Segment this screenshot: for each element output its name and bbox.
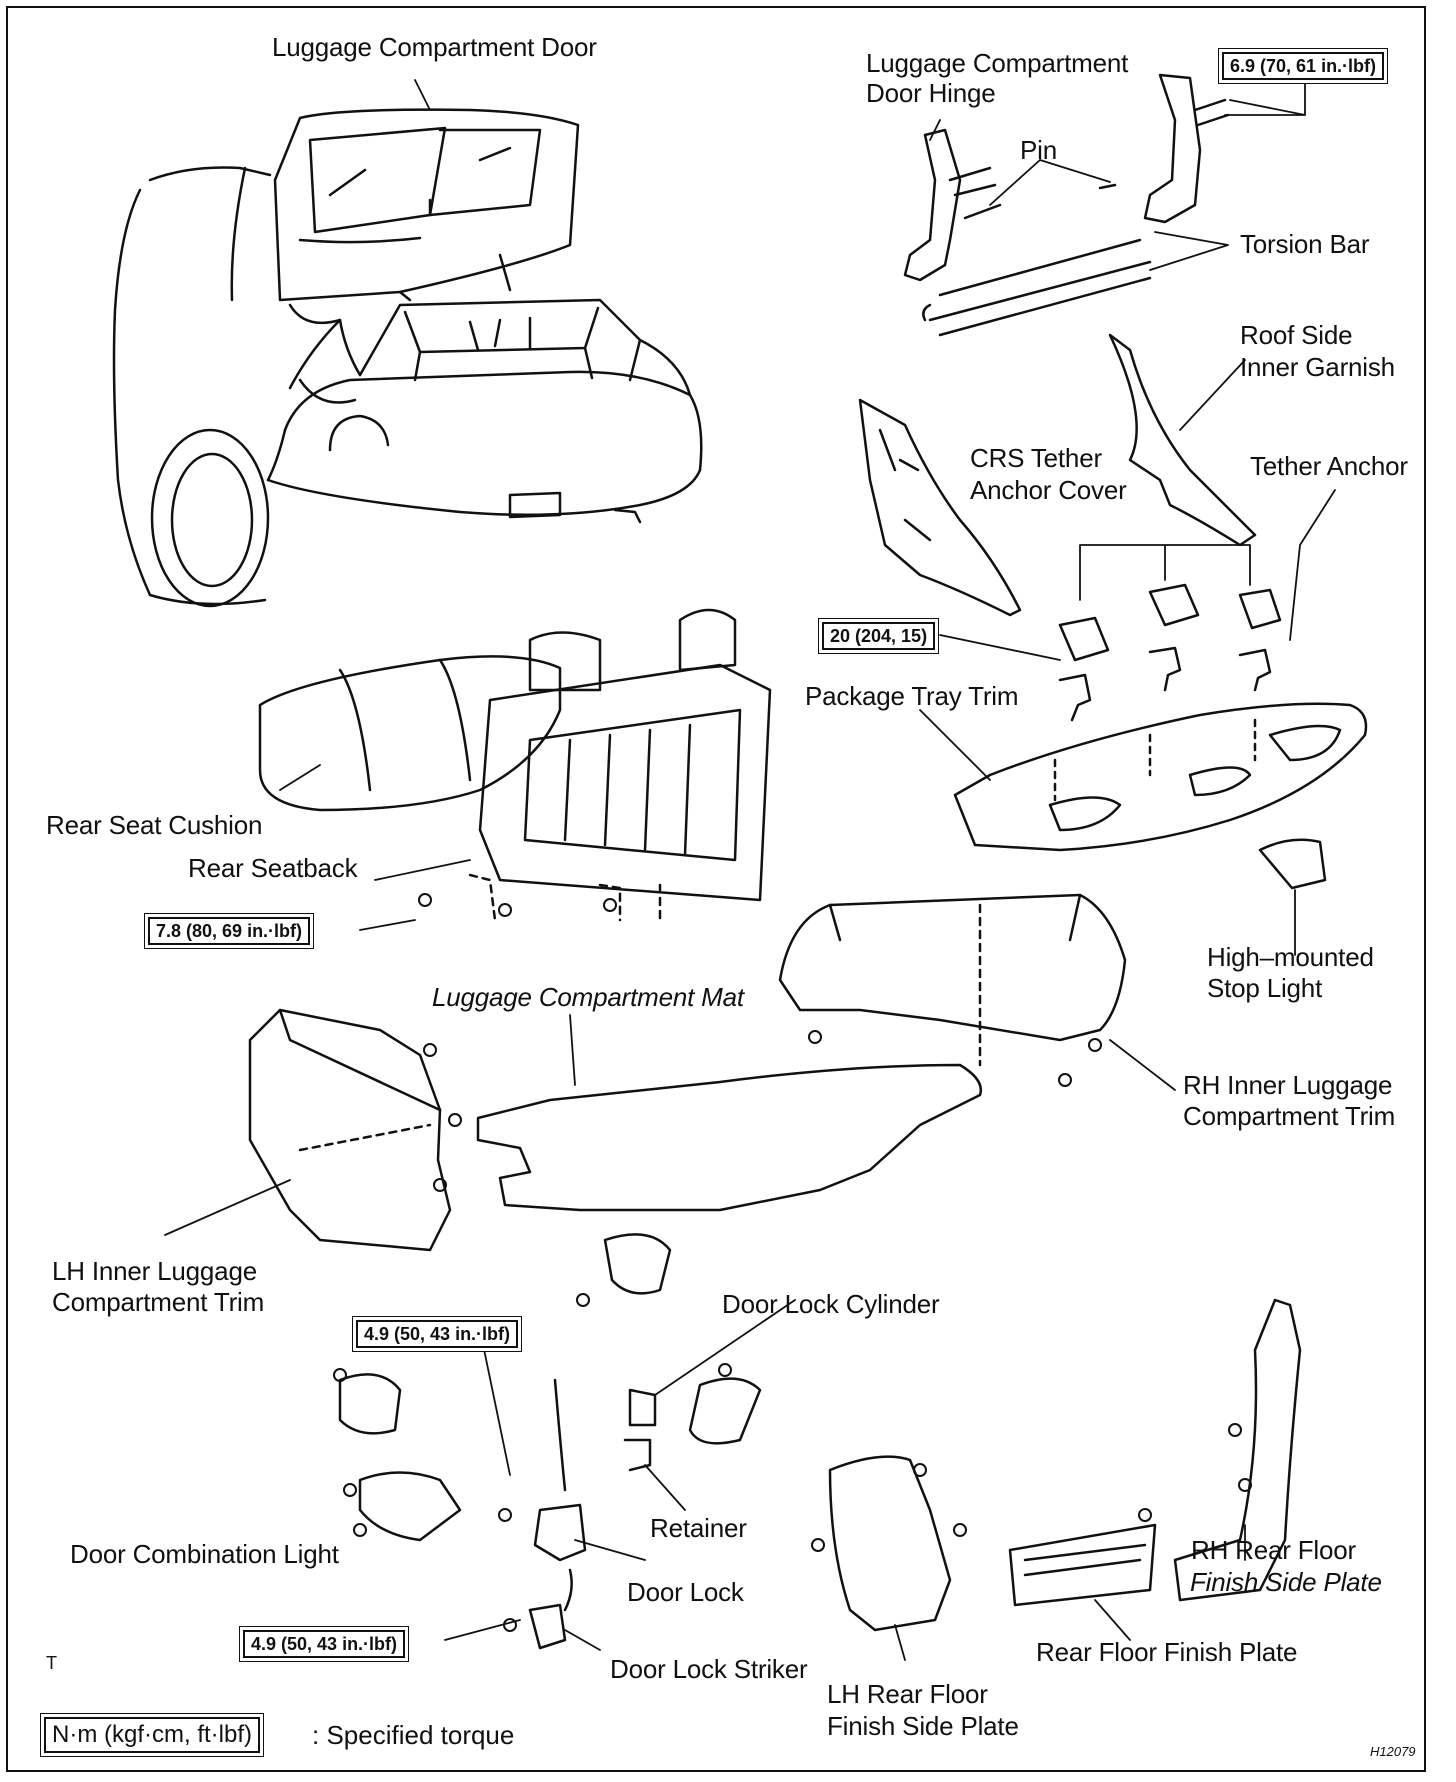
label-roof-side-line1: Roof Side: [1240, 320, 1353, 350]
label-high-mounted-line1: High–mounted: [1207, 942, 1374, 972]
label-high-mounted-line2: Stop Light: [1207, 973, 1323, 1003]
torque-box-door-lock: 4.9 (50, 43 in.·lbf): [356, 1320, 519, 1348]
label-luggage-compartment-door: Luggage Compartment Door: [272, 32, 597, 62]
label-lh-inner-line2: Compartment Trim: [52, 1287, 265, 1317]
label-door-hinge-line1: Luggage Compartment: [866, 48, 1129, 78]
label-tether-anchor: Tether Anchor: [1250, 451, 1408, 481]
label-retainer: Retainer: [650, 1513, 747, 1543]
torque-box-striker: 4.9 (50, 43 in.·lbf): [243, 1630, 406, 1658]
leader-lines: [164, 71, 1336, 1661]
label-rh-inner-line2: Compartment Trim: [1183, 1101, 1396, 1131]
door-lock-illustration: [338, 1233, 762, 1650]
corner-mark: T: [46, 1653, 57, 1673]
label-package-tray-trim: Package Tray Trim: [805, 681, 1019, 711]
label-door-combination-light: Door Combination Light: [70, 1539, 339, 1569]
garnish-trim-illustration: [858, 333, 1257, 617]
label-door-lock-cylinder: Door Lock Cylinder: [722, 1289, 940, 1319]
package-tray-illustration: [953, 583, 1368, 890]
diagram-frame: [6, 6, 1426, 1772]
label-door-hinge-line2: Door Hinge: [866, 78, 996, 108]
label-rh-rear-floor-line1: RH Rear Floor: [1191, 1535, 1356, 1565]
label-rear-floor-finish-plate: Rear Floor Finish Plate: [1036, 1637, 1298, 1667]
torque-box-seatback: 7.8 (80, 69 in.·lbf): [148, 917, 311, 945]
label-roof-side-line2: Inner Garnish: [1240, 352, 1395, 382]
label-rh-inner-line1: RH Inner Luggage: [1183, 1070, 1393, 1100]
car-rear-illustration: [112, 108, 703, 608]
label-rear-seatback: Rear Seatback: [188, 853, 358, 883]
fasteners: [333, 893, 1252, 1632]
torque-box-hinge: 6.9 (70, 61 in.·lbf): [1222, 52, 1385, 80]
rear-seat-illustration: [258, 608, 772, 922]
label-luggage-compartment-mat: Luggage Compartment Mat: [432, 982, 744, 1012]
label-lh-rear-floor-line1: LH Rear Floor: [827, 1679, 988, 1709]
luggage-trim-illustration: [248, 893, 1127, 1252]
label-crs-line1: CRS Tether: [970, 443, 1102, 473]
hinge-torsion-illustration: [903, 73, 1230, 337]
label-pin: Pin: [1020, 135, 1057, 165]
label-rear-seat-cushion: Rear Seat Cushion: [46, 810, 263, 840]
figure-code: H12079: [1370, 1744, 1416, 1759]
label-lh-inner-line1: LH Inner Luggage: [52, 1256, 257, 1286]
torque-box-tether-anchor: 20 (204, 15): [822, 622, 936, 650]
label-door-lock: Door Lock: [627, 1577, 744, 1607]
legend-unit-box: N·m (kgf·cm, ft·lbf): [44, 1717, 260, 1753]
label-door-lock-striker: Door Lock Striker: [610, 1654, 808, 1684]
label-lh-rear-floor-line2: Finish Side Plate: [827, 1711, 1019, 1741]
label-rh-rear-floor-line2: Finish Side Plate: [1190, 1567, 1382, 1597]
legend-description: : Specified torque: [312, 1720, 515, 1750]
label-torsion-bar: Torsion Bar: [1240, 229, 1370, 259]
label-crs-line2: Anchor Cover: [970, 475, 1127, 505]
